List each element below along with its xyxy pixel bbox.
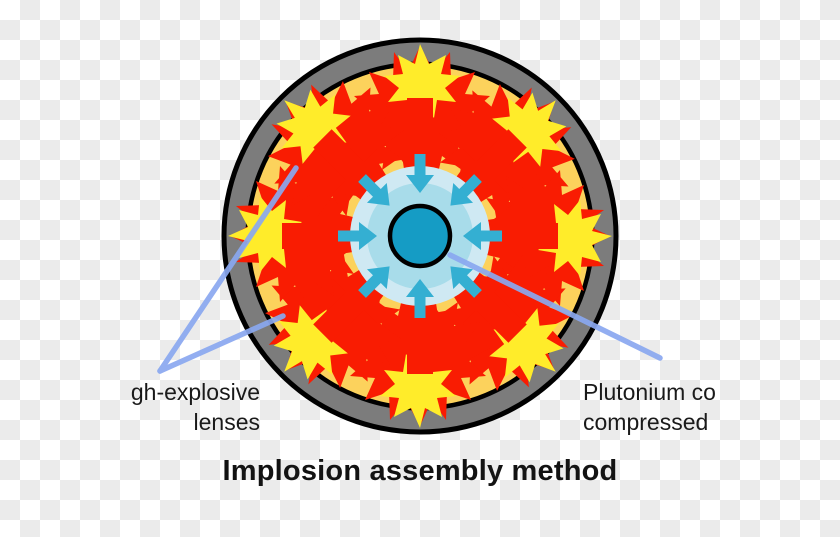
pu-label-line-2: compressed	[583, 409, 709, 435]
leader-line-he-upper	[157, 165, 299, 374]
leader-line-plutonium	[447, 252, 663, 361]
pu-label-line-1: Plutonium co	[583, 379, 716, 405]
plutonium-core-label: Plutonium co compressed	[583, 377, 716, 437]
outer-shell-outline-outer	[221, 37, 619, 435]
high-explosive-lenses-label: gh-explosive lenses	[100, 377, 260, 437]
he-label-line-2: lenses	[193, 409, 260, 435]
leader-lines	[157, 165, 663, 374]
leader-line-he-lower	[157, 313, 286, 374]
figure-title: Implosion assembly method	[222, 455, 618, 487]
he-label-line-1: gh-explosive	[130, 379, 260, 405]
plutonium-core	[387, 203, 453, 269]
